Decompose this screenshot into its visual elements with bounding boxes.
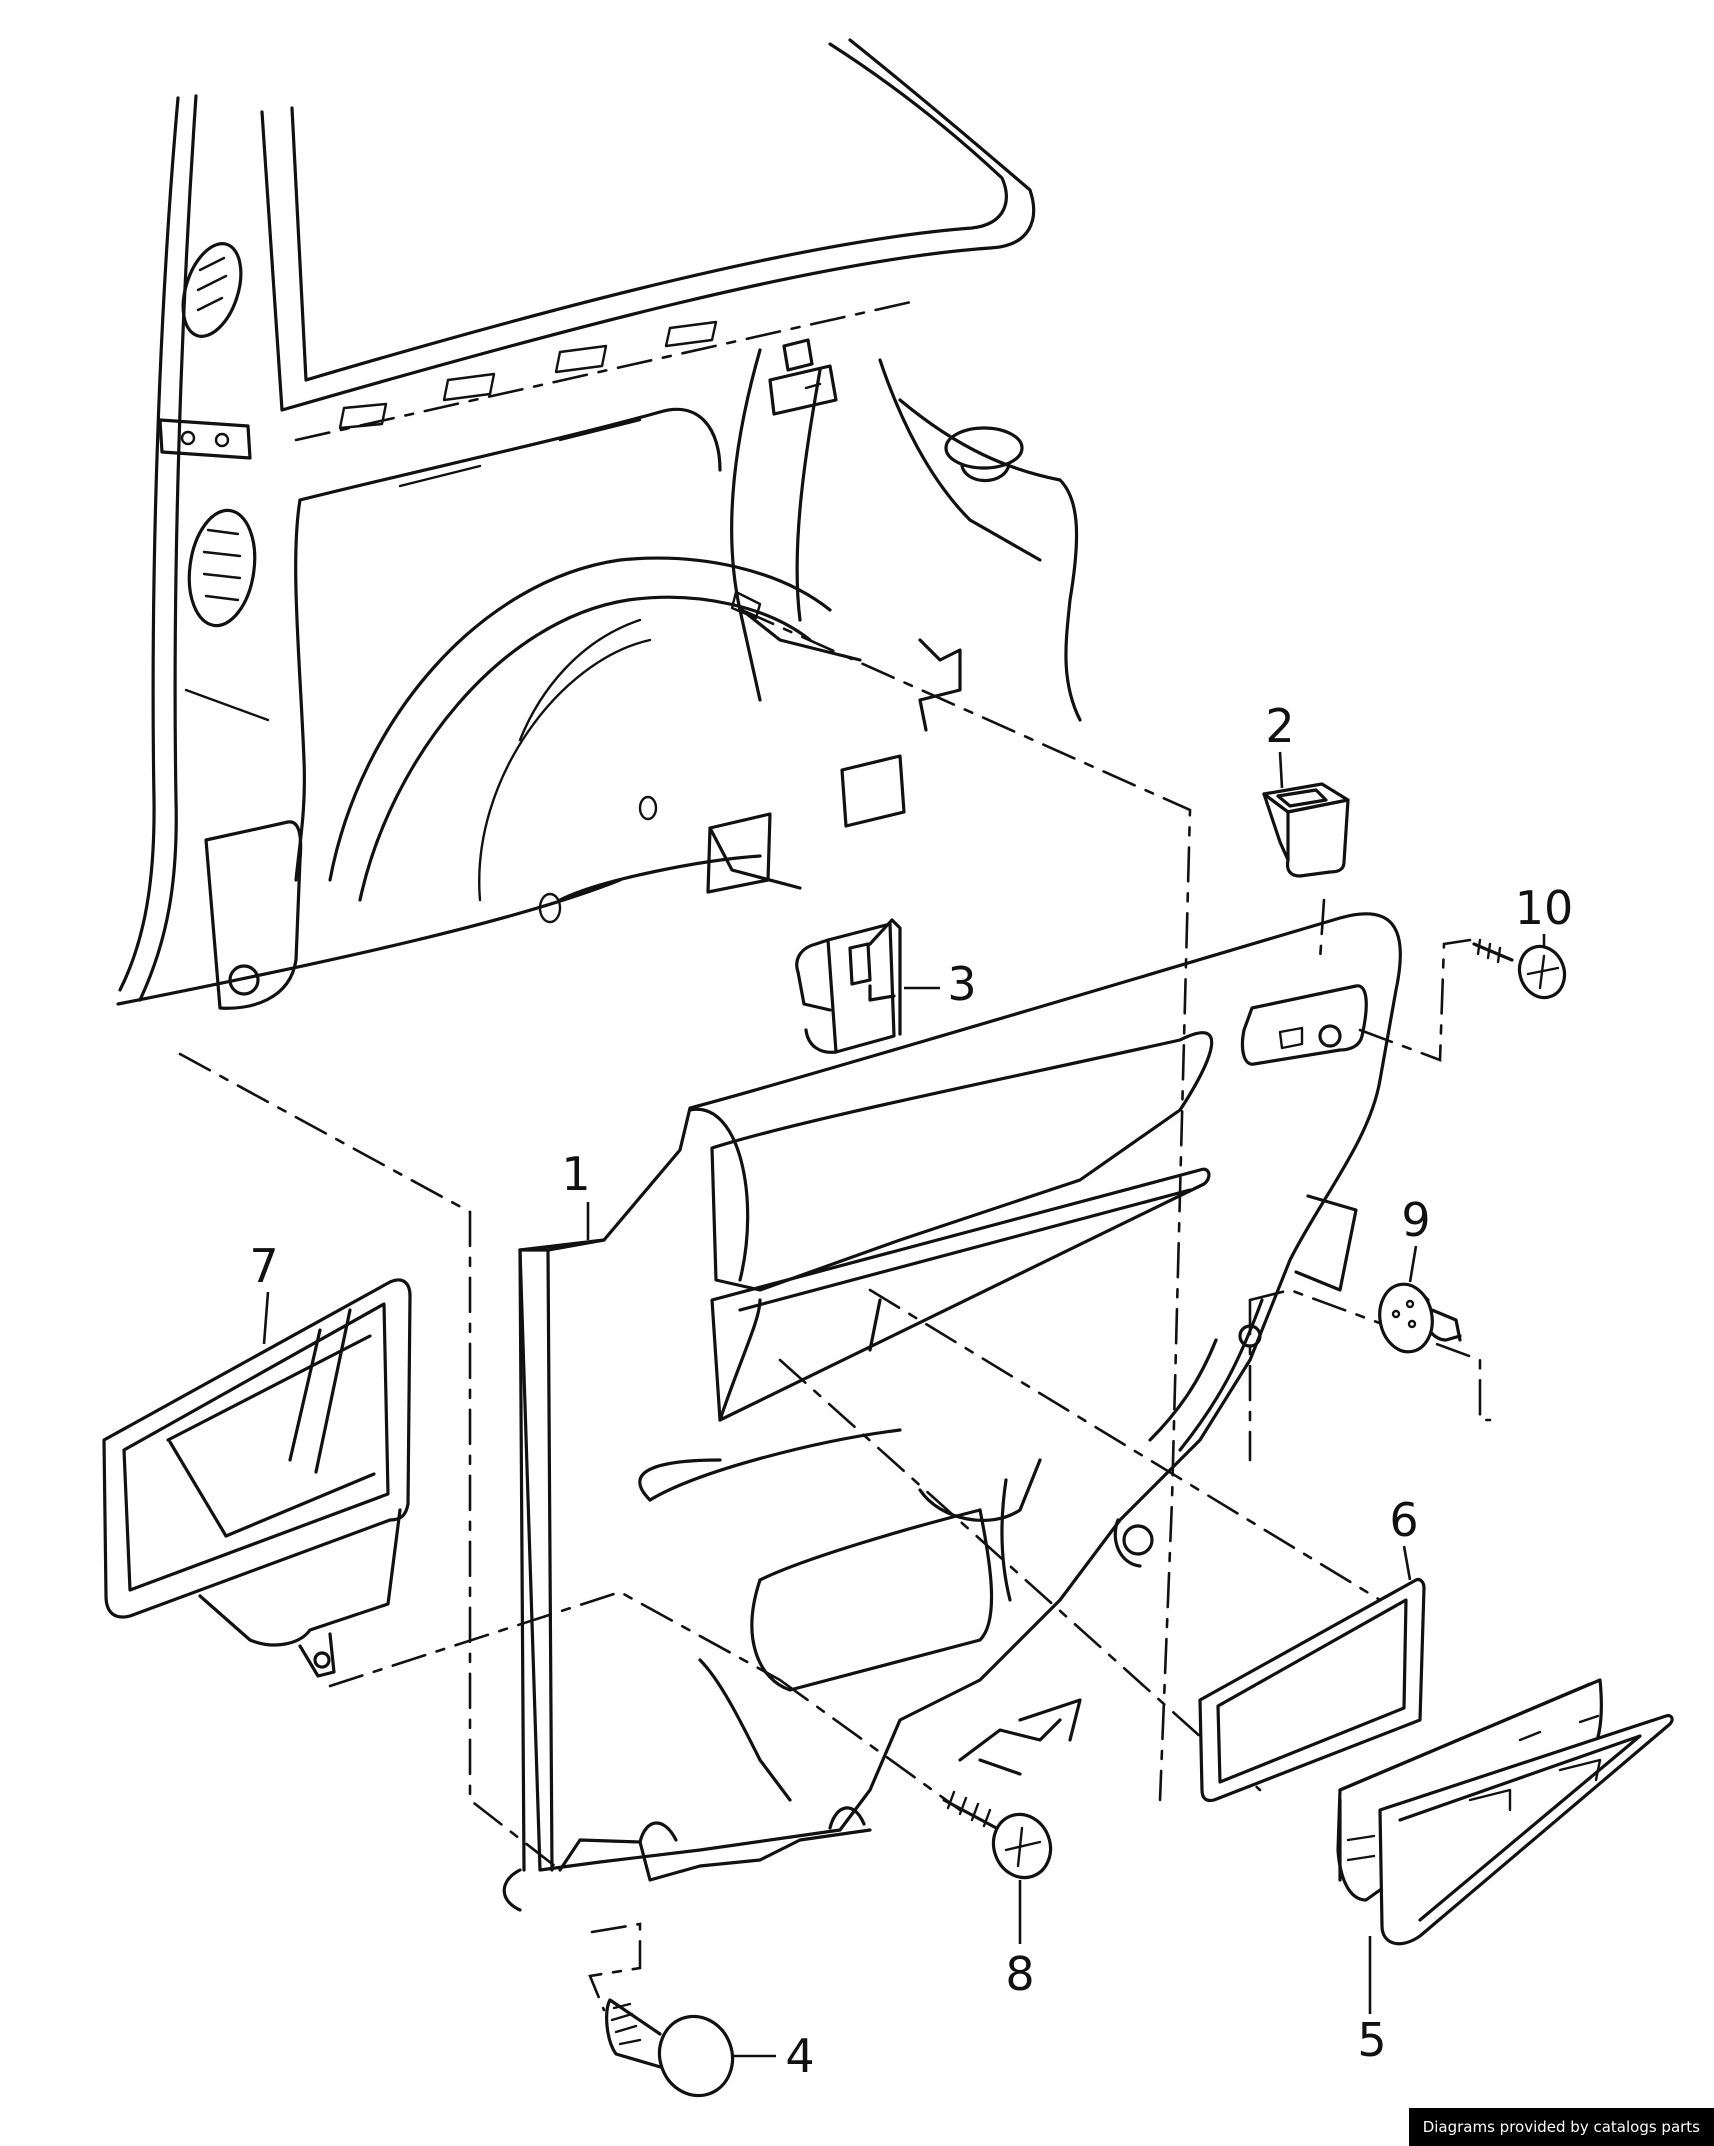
callout-1: 1 [561,1147,590,1201]
part-7-storage-pocket[interactable] [102,1278,412,1678]
part-9-plug[interactable] [1374,1280,1462,1356]
part-2-retaining-clip[interactable] [1262,782,1350,878]
part-6-ashtray-bezel[interactable] [1198,1577,1426,1803]
assembly-leader-lines [178,608,1492,2012]
callout-2: 2 [1265,699,1294,753]
part-4-push-pin[interactable] [605,1998,744,2106]
part-3-bracket[interactable] [795,918,902,1054]
callout-4: 4 [785,2029,814,2083]
callout-10: 10 [1515,881,1574,935]
callout-7: 7 [249,1239,278,1293]
vehicle-body-shell [116,38,1082,1010]
callout-8: 8 [1005,1947,1034,2001]
callout-3: 3 [947,957,976,1011]
part-8-screw[interactable] [942,1790,1059,1886]
callout-5: 5 [1357,2013,1386,2067]
callout-9: 9 [1401,1193,1430,1247]
callout-6: 6 [1389,1493,1418,1547]
credit-badge: Diagrams provided by catalogs parts [1408,2108,1714,2146]
part-5-ashtray[interactable] [1336,1678,1674,1946]
part-10-screw[interactable] [1472,938,1572,1004]
callout-labels: 1 2 3 4 5 6 7 8 9 10 [249,699,1573,2083]
